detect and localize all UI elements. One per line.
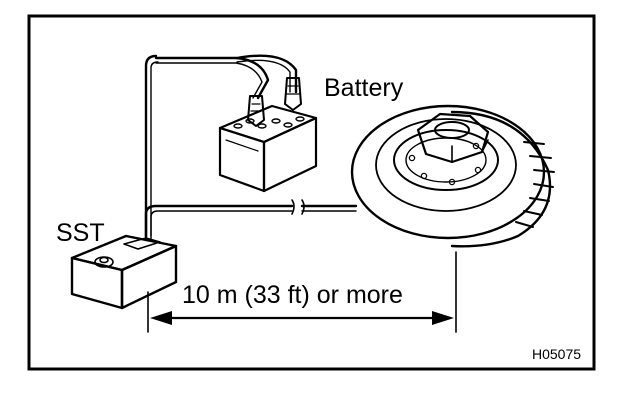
tire-cable bbox=[144, 199, 358, 238]
battery bbox=[218, 104, 318, 193]
tire bbox=[350, 104, 555, 248]
sst-label: SST bbox=[56, 219, 105, 247]
figure-code: H05075 bbox=[532, 346, 581, 362]
battery-clamps bbox=[154, 54, 302, 127]
battery-label: Battery bbox=[324, 74, 404, 102]
battery-cable bbox=[144, 54, 159, 242]
figure-frame bbox=[27, 14, 596, 371]
distance-dimension bbox=[147, 251, 457, 333]
distance-label: 10 m (33 ft) or more bbox=[182, 281, 403, 309]
sst-tester bbox=[70, 234, 178, 310]
